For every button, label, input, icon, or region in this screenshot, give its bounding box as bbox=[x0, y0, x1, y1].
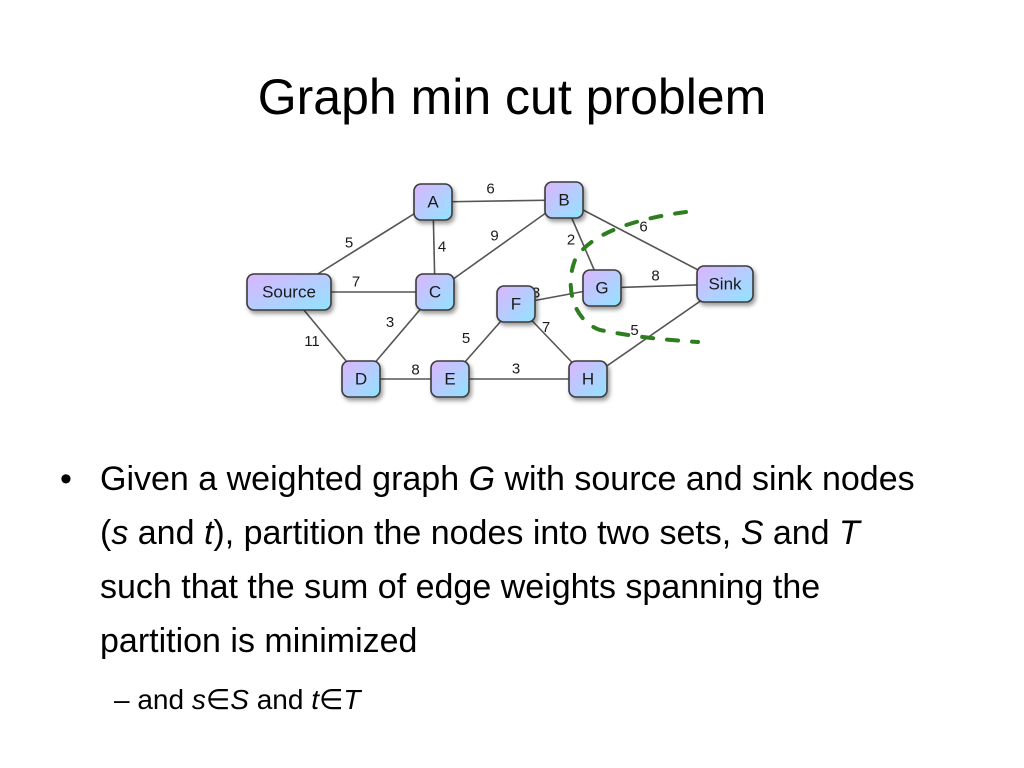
bullet-dot-icon: • bbox=[60, 460, 72, 498]
node-h: H bbox=[568, 360, 608, 398]
node-label: A bbox=[427, 193, 439, 212]
cut-dashed-line bbox=[568, 210, 700, 344]
edge-c-b bbox=[434, 199, 565, 293]
edge-weight-label: 8 bbox=[651, 268, 659, 285]
edge-weight-label: 8 bbox=[411, 362, 419, 379]
node-label: F bbox=[511, 295, 521, 314]
node-sink: Sink bbox=[696, 265, 754, 303]
node-box bbox=[582, 269, 622, 307]
bullet-list: • Given a weighted graph G with source a… bbox=[60, 452, 960, 668]
node-label: C bbox=[429, 283, 441, 302]
node-e: E bbox=[430, 360, 470, 398]
node-label: B bbox=[558, 191, 569, 210]
node-box bbox=[413, 183, 453, 221]
node-f: F bbox=[496, 285, 536, 323]
edge-weight-label: 2 bbox=[567, 232, 575, 249]
node-label: E bbox=[444, 370, 455, 389]
node-label: D bbox=[355, 370, 367, 389]
edge-weight-label: 5 bbox=[630, 322, 638, 339]
node-box bbox=[341, 360, 381, 398]
node-label: G bbox=[595, 279, 608, 298]
node-c: C bbox=[415, 273, 455, 311]
edge-weight-label: 9 bbox=[490, 228, 498, 245]
edge-weight-label: 11 bbox=[304, 333, 320, 350]
edge-weight-label: 3 bbox=[512, 361, 520, 378]
node-a: A bbox=[413, 183, 453, 221]
node-box bbox=[430, 360, 470, 398]
node-g: G bbox=[582, 269, 622, 307]
node-box bbox=[544, 181, 584, 219]
edge-a-b bbox=[432, 199, 565, 203]
edge-weight-label: 3 bbox=[532, 285, 540, 302]
slide-title: Graph min cut problem bbox=[257, 69, 767, 125]
node-d: D bbox=[341, 360, 381, 398]
dash-marker: – bbox=[114, 684, 130, 715]
node-source: Source bbox=[246, 273, 332, 311]
node-box bbox=[568, 360, 608, 398]
edge-weight-label: 3 bbox=[386, 314, 394, 331]
edge-weight-label: 7 bbox=[542, 319, 550, 336]
node-label: Sink bbox=[708, 275, 742, 294]
node-box bbox=[696, 265, 754, 303]
bullet-text: Given a weighted graph G with source and… bbox=[100, 460, 915, 660]
node-label: Source bbox=[262, 283, 316, 302]
edge-weight-label: 4 bbox=[438, 239, 446, 256]
edge-weight-label: 7 bbox=[352, 274, 360, 291]
node-box bbox=[496, 285, 536, 323]
sub-bullet-item: – and s∈S and t∈T bbox=[114, 684, 361, 715]
bullet-item: • Given a weighted graph G with source a… bbox=[60, 452, 960, 668]
edge-weight-label: 6 bbox=[486, 181, 494, 198]
edge-weight-label: 5 bbox=[345, 235, 353, 252]
edge-weight-label: 6 bbox=[639, 219, 647, 236]
edge-weight-label: 5 bbox=[462, 330, 470, 347]
node-box bbox=[246, 273, 332, 311]
node-box bbox=[415, 273, 455, 311]
node-label: H bbox=[582, 370, 594, 389]
node-b: B bbox=[544, 181, 584, 219]
